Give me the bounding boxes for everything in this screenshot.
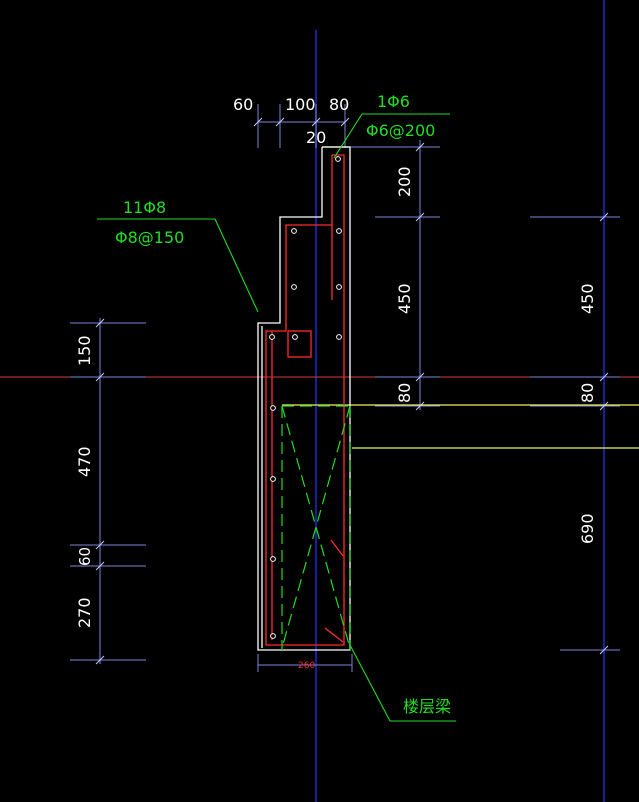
hook-1 [330,539,344,557]
dim-far-right-upper: 450 [578,283,597,314]
hook-2 [324,627,344,643]
dimension-lines [70,104,620,672]
outer-rebar [265,154,345,646]
dim-left-bottom: 270 [75,597,94,628]
leader-bottom [349,644,456,722]
dimension-ticks [95,117,609,665]
callout-stirrup-2: Φ8@150 [115,228,184,247]
dim-right-top: 200 [395,166,414,197]
dim-left-mid: 470 [75,446,94,477]
leader-top [333,113,450,159]
dim-top-left: 60 [233,95,253,114]
beam-dashed-outline [281,405,352,650]
corner-stirrup [287,330,312,358]
leader-left [97,218,259,313]
dim-top-mid: 100 [285,95,316,114]
longitudinal-bars [269,156,342,639]
dim-far-right-slab: 80 [578,383,597,403]
dim-far-right-lower: 690 [578,513,597,544]
dim-right-slab: 80 [395,383,414,403]
parapet-concrete-outline [257,146,351,651]
dim-top-right: 80 [329,95,349,114]
dim-left-top: 150 [75,335,94,366]
dim-bottom-width: 260 [298,661,315,671]
callout-stirrup-1: Φ6@200 [366,121,435,140]
dim-right-upper: 450 [395,283,414,314]
callout-bar-1: 1Φ6 [377,92,410,111]
dim-top-gap: 20 [306,128,326,147]
callout-bar-2: 11Φ8 [123,198,166,217]
dim-left-small: 60 [76,547,94,566]
beam-label: 楼层梁 [403,697,451,716]
